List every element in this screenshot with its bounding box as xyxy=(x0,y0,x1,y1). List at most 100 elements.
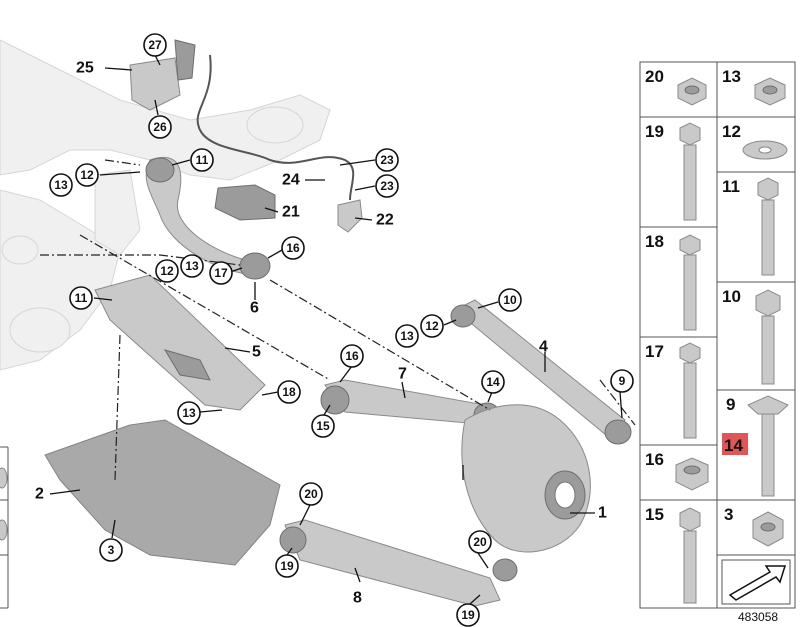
callout-10[interactable]: 10 xyxy=(498,288,522,312)
callout-15[interactable]: 15 xyxy=(311,414,335,438)
callout-9[interactable]: 9 xyxy=(610,369,634,393)
grid-label-11[interactable]: 11 xyxy=(722,177,740,196)
callout-1[interactable]: 1 xyxy=(598,505,607,522)
svg-text:12: 12 xyxy=(425,319,439,333)
callout-11-left[interactable]: 11 xyxy=(69,286,93,310)
callout-11-upper[interactable]: 11 xyxy=(190,148,214,172)
grid-label-12[interactable]: 12 xyxy=(722,122,741,141)
sensor-22 xyxy=(337,199,363,233)
callout-17[interactable]: 17 xyxy=(209,261,233,285)
callout-8[interactable]: 8 xyxy=(353,590,362,607)
callout-5[interactable]: 5 xyxy=(252,344,261,361)
grid-label-15[interactable]: 15 xyxy=(645,505,664,524)
lower-arm-8 xyxy=(279,519,518,607)
svg-text:10: 10 xyxy=(503,293,517,307)
callout-7[interactable]: 7 xyxy=(398,366,407,383)
callout-24[interactable]: 24 xyxy=(282,172,300,189)
svg-text:13: 13 xyxy=(54,178,68,192)
callout-19-right[interactable]: 19 xyxy=(456,603,480,627)
callout-12-mid[interactable]: 12 xyxy=(155,259,179,283)
wheel-carrier xyxy=(461,404,591,553)
callout-14[interactable]: 14 xyxy=(481,370,505,394)
rear-subframe xyxy=(0,39,331,371)
upper-control-arm xyxy=(145,156,271,280)
svg-text:12: 12 xyxy=(160,264,174,278)
callout-13-upper[interactable]: 13 xyxy=(49,173,73,197)
svg-text:3: 3 xyxy=(108,543,115,557)
svg-text:22: 22 xyxy=(376,212,394,229)
bolt-19-icon xyxy=(679,122,701,221)
grid-label-10[interactable]: 10 xyxy=(722,287,741,306)
sensor-cable xyxy=(196,54,355,201)
callout-2[interactable]: 2 xyxy=(35,486,44,503)
svg-text:27: 27 xyxy=(148,38,162,52)
svg-text:1: 1 xyxy=(598,505,607,522)
svg-text:14: 14 xyxy=(486,375,500,389)
underbody-protection xyxy=(44,419,281,566)
callout-23-a[interactable]: 23 xyxy=(375,148,399,172)
callout-26[interactable]: 26 xyxy=(148,115,172,139)
svg-text:18: 18 xyxy=(282,385,296,399)
svg-text:12: 12 xyxy=(80,168,94,182)
callout-13-lower[interactable]: 13 xyxy=(177,401,201,425)
grid-label-16[interactable]: 16 xyxy=(645,450,664,469)
control-arm-4 xyxy=(450,299,632,445)
bolt-17-icon xyxy=(679,342,701,439)
callout-3[interactable]: 3 xyxy=(99,538,123,562)
callout-12-upper[interactable]: 12 xyxy=(75,163,99,187)
svg-text:23: 23 xyxy=(380,153,394,167)
svg-text:25: 25 xyxy=(76,60,94,77)
nut-20-icon xyxy=(677,77,707,106)
grid-label-18[interactable]: 18 xyxy=(645,232,664,251)
nut-16-icon xyxy=(675,457,709,491)
callout-22[interactable]: 22 xyxy=(376,212,394,229)
svg-text:13: 13 xyxy=(400,329,414,343)
callout-18[interactable]: 18 xyxy=(277,380,301,404)
sensor-bracket xyxy=(129,39,196,111)
washer-12-icon xyxy=(742,140,788,160)
svg-text:24: 24 xyxy=(282,172,300,189)
bolt-18-icon xyxy=(679,234,701,331)
grid-label-14[interactable]: 14 xyxy=(724,436,743,455)
svg-text:7: 7 xyxy=(398,366,407,383)
svg-text:21: 21 xyxy=(282,204,300,221)
grid-label-9[interactable]: 9 xyxy=(726,395,735,414)
svg-text:11: 11 xyxy=(75,291,88,305)
callout-12-right[interactable]: 12 xyxy=(420,314,444,338)
svg-text:5: 5 xyxy=(252,344,261,361)
callout-13-mid[interactable]: 13 xyxy=(180,254,204,278)
reference-lines xyxy=(40,159,636,481)
svg-text:23: 23 xyxy=(380,179,394,193)
nut-13-icon xyxy=(754,77,786,106)
svg-text:16: 16 xyxy=(286,241,300,255)
svg-text:6: 6 xyxy=(250,300,259,317)
grid-label-17[interactable]: 17 xyxy=(645,342,664,361)
highlight-marker xyxy=(722,433,748,455)
grid-label-3[interactable]: 3 xyxy=(724,505,733,524)
callout-27[interactable]: 27 xyxy=(143,33,167,57)
arrow-icon xyxy=(721,559,791,605)
callout-13-right[interactable]: 13 xyxy=(395,324,419,348)
callout-25[interactable]: 25 xyxy=(76,60,94,77)
svg-text:13: 13 xyxy=(182,406,196,420)
callout-16-mid[interactable]: 16 xyxy=(340,344,364,368)
callout-20-b[interactable]: 20 xyxy=(468,530,492,554)
callout-19-left[interactable]: 19 xyxy=(275,554,299,578)
grid-label-20[interactable]: 20 xyxy=(645,67,664,86)
callout-20-a[interactable]: 20 xyxy=(299,482,323,506)
callout-21[interactable]: 21 xyxy=(282,204,300,221)
strut-5 xyxy=(94,274,266,411)
callout-23-b[interactable]: 23 xyxy=(375,174,399,198)
svg-text:9: 9 xyxy=(619,374,626,388)
svg-text:20: 20 xyxy=(304,487,318,501)
svg-text:15: 15 xyxy=(316,419,330,433)
bolt-9-icon xyxy=(747,395,789,497)
callout-6[interactable]: 6 xyxy=(250,300,259,317)
callout-16-upper[interactable]: 16 xyxy=(281,236,305,260)
callout-4[interactable]: 4 xyxy=(539,339,548,356)
svg-text:11: 11 xyxy=(196,153,209,167)
svg-text:8: 8 xyxy=(353,590,362,607)
grid-label-19[interactable]: 19 xyxy=(645,122,664,141)
grid-label-13[interactable]: 13 xyxy=(722,67,741,86)
